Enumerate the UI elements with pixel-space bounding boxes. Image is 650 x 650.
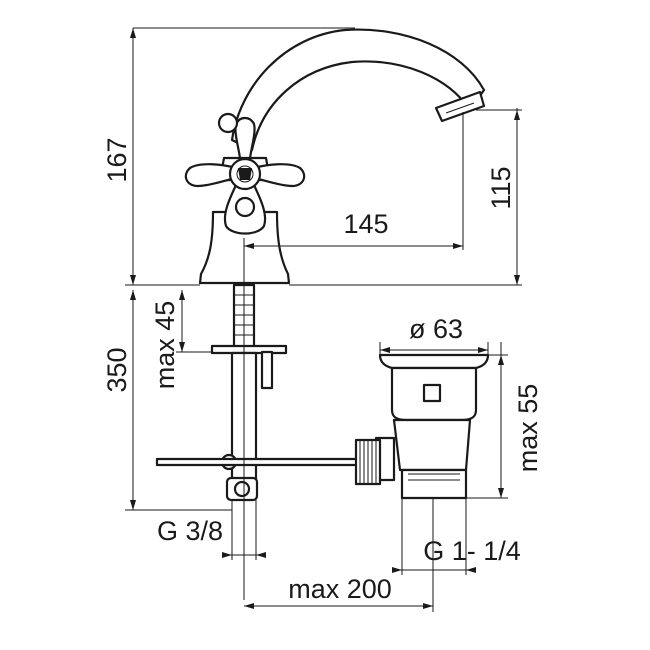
cross-handle [184,112,306,235]
waste-assembly [354,353,490,500]
dim-label-under-counter-length: 350 [102,347,132,392]
aerator [434,90,486,123]
dim-label-max-deck-thickness: max 45 [150,301,180,390]
dim-label-waste-diameter: ø 63 [409,314,463,344]
waste-tail [400,468,468,500]
dim-label-waste-thread: G 1- 1/4 [423,536,521,566]
dim-label-overall-height: 167 [102,137,132,182]
handle-knob [217,112,239,134]
dim-label-supply-thread: G 3/8 [157,516,223,546]
waste-flange [378,353,490,370]
popup-rod [260,350,274,390]
arrowheads [130,28,520,609]
faucet-body [184,28,486,502]
dim-label-spout-height: 115 [486,166,516,209]
pull-rod [155,457,360,467]
dim-label-waste-max-height: max 55 [513,384,543,473]
dim-label-max-offset: max 200 [288,574,392,604]
spout [230,28,486,152]
dim-label-spout-reach: 145 [343,209,388,239]
